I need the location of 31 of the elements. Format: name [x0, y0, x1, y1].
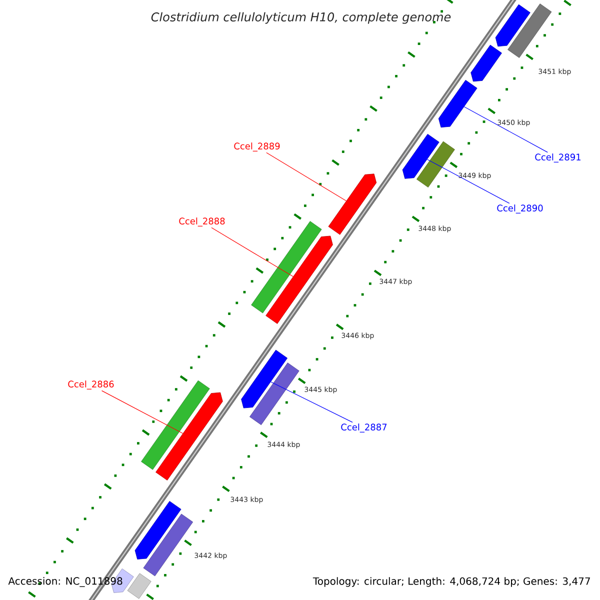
genome-info-label: Topology: circular; Length: 4,068,724 bp; Genes: 3,477 — [312, 576, 592, 588]
gene-label: Ccel_2889 — [234, 142, 280, 152]
leader-line — [101, 390, 184, 434]
gene-bar — [266, 236, 333, 324]
gene-label: Ccel_2891 — [535, 154, 580, 162]
gene-bar — [470, 44, 502, 82]
gene-label: Ccel_2888 — [179, 218, 225, 226]
gene-bar — [250, 362, 300, 426]
title: Clostridium cellulolyticum H10, complete genome — [151, 12, 451, 24]
gene-bar — [127, 573, 152, 599]
leader-line — [266, 152, 347, 202]
leader-line — [211, 227, 294, 277]
gene-bar — [416, 141, 455, 188]
gene-bar — [251, 221, 322, 314]
gene-label: Ccel_2887 — [341, 424, 387, 432]
gene-label: Ccel_2890 — [497, 204, 543, 214]
accession-label: Accession: NC_011898 — [8, 577, 122, 587]
leader-line — [464, 106, 548, 153]
leader-line — [426, 159, 510, 204]
gene-bar — [141, 380, 210, 470]
gene-bar — [402, 134, 440, 179]
gene-bar — [241, 350, 288, 408]
gene-bar — [143, 514, 194, 576]
gene-bar — [134, 501, 182, 560]
leader-line — [270, 382, 353, 423]
gene-bar — [495, 4, 530, 47]
gene-bar — [156, 392, 223, 480]
gene-bar — [508, 4, 552, 58]
gene-bar — [328, 174, 377, 235]
gene-bar — [438, 80, 478, 128]
gene-label: Ccel_2886 — [68, 380, 114, 390]
